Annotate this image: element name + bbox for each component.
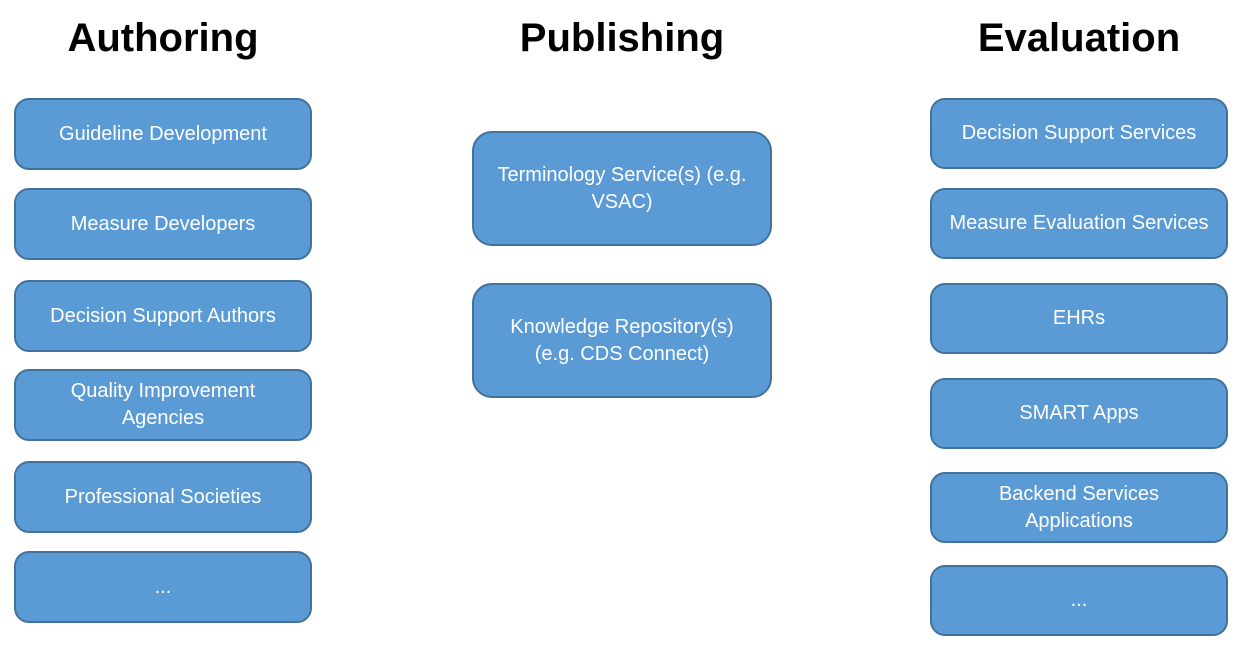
node-guideline-development: Guideline Development bbox=[14, 98, 312, 170]
column-title-authoring: Authoring bbox=[67, 16, 259, 60]
node-quality-improvement-agencies: Quality Improvement Agencies bbox=[14, 369, 312, 441]
node-backend-services-applications: Backend Services Applications bbox=[930, 472, 1228, 543]
node-authoring-ellipsis: ... bbox=[14, 551, 312, 623]
node-smart-apps: SMART Apps bbox=[930, 378, 1228, 449]
column-title-evaluation: Evaluation bbox=[977, 16, 1181, 60]
node-decision-support-services: Decision Support Services bbox=[930, 98, 1228, 169]
node-ehrs: EHRs bbox=[930, 283, 1228, 354]
node-professional-societies: Professional Societies bbox=[14, 461, 312, 533]
node-measure-developers: Measure Developers bbox=[14, 188, 312, 260]
node-knowledge-repository: Knowledge Repository(s) (e.g. CDS Connec… bbox=[472, 283, 772, 398]
column-title-publishing: Publishing bbox=[519, 16, 725, 60]
node-terminology-service: Terminology Service(s) (e.g. VSAC) bbox=[472, 131, 772, 246]
node-decision-support-authors: Decision Support Authors bbox=[14, 280, 312, 352]
node-measure-evaluation-services: Measure Evaluation Services bbox=[930, 188, 1228, 259]
node-evaluation-ellipsis: ... bbox=[930, 565, 1228, 636]
